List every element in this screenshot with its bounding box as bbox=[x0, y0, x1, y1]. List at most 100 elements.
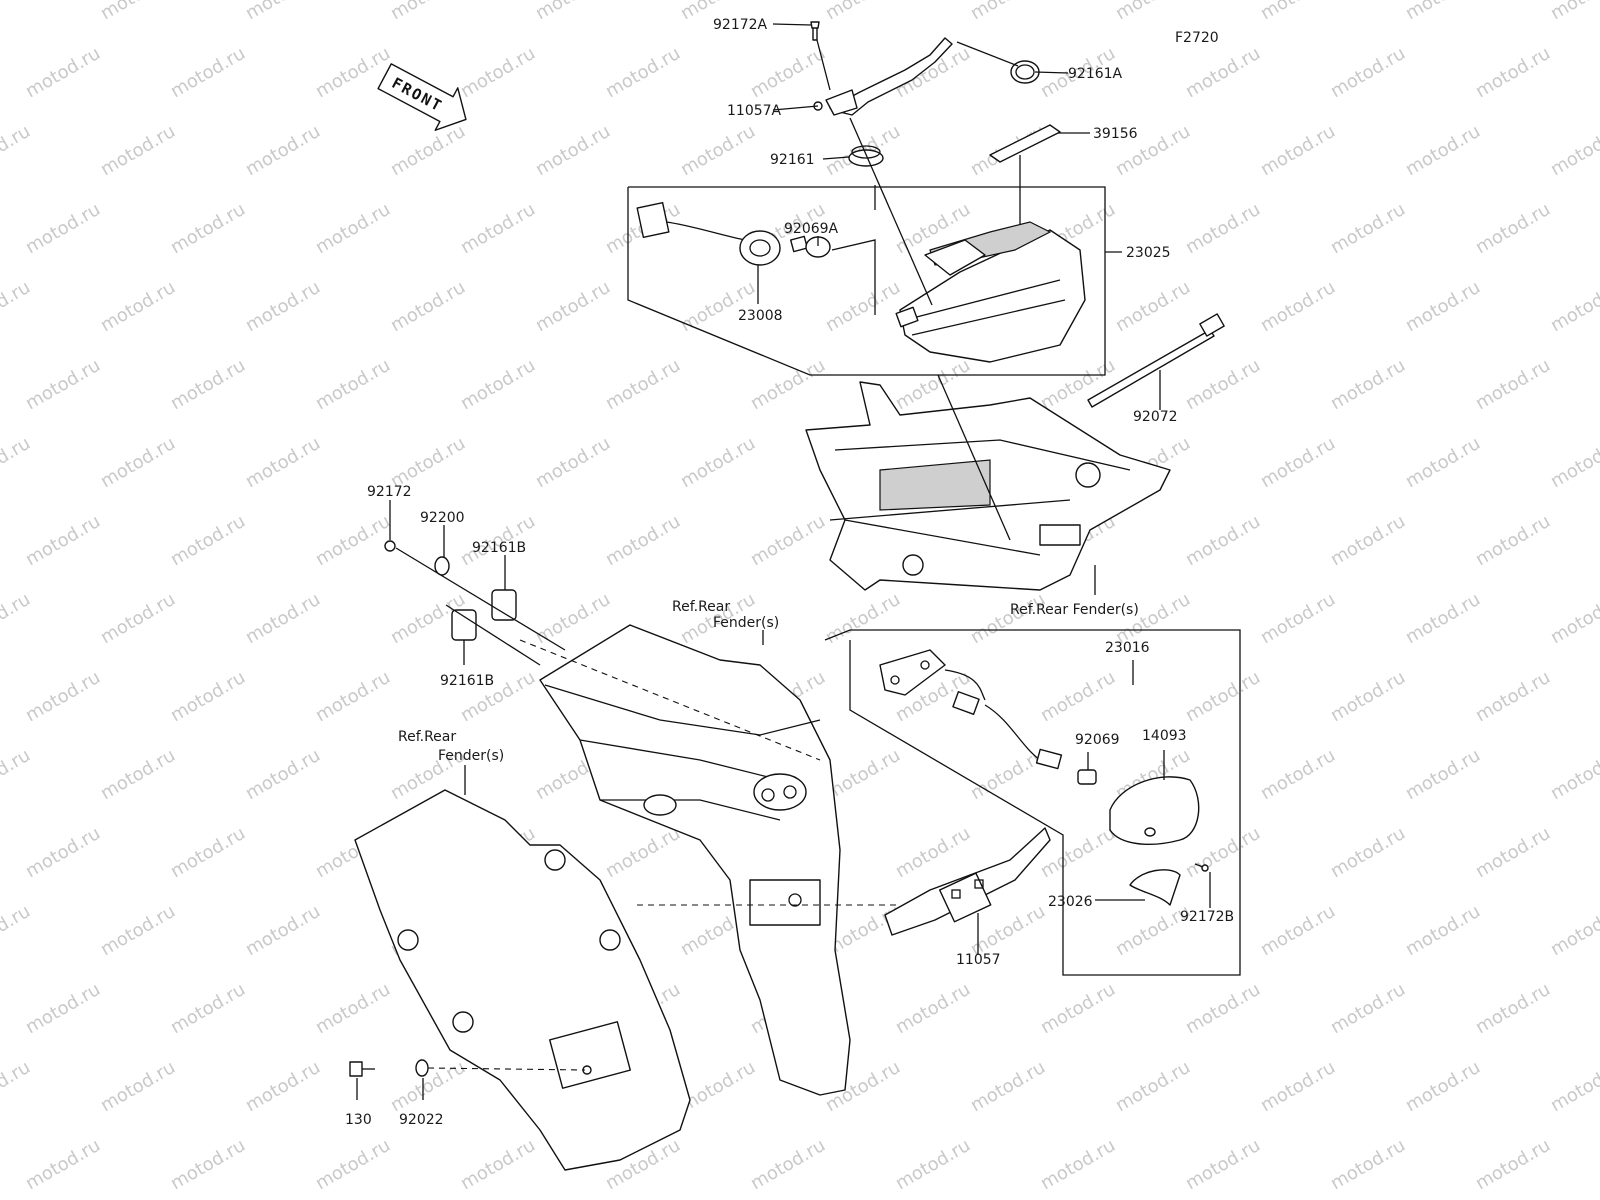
bracket-11057a-drawing bbox=[810, 21, 953, 116]
watermark-text: motod.ru bbox=[242, 745, 324, 804]
grommet-92161a-drawing bbox=[1010, 60, 1040, 84]
label-ref-rear-fender-center-1: Ref.Rear bbox=[672, 599, 730, 615]
watermark-text: motod.ru bbox=[1472, 355, 1554, 414]
central-rear-fender-drawing bbox=[539, 624, 851, 1096]
watermark-text: motod.ru bbox=[0, 0, 34, 24]
watermark-text: motod.ru bbox=[1402, 121, 1484, 180]
watermark-text: motod.ru bbox=[22, 667, 104, 726]
watermark-text: motod.ru bbox=[967, 589, 1049, 648]
watermark-text: motod.ru bbox=[1547, 0, 1600, 24]
watermark-text: motod.ru bbox=[1257, 1057, 1339, 1116]
watermark-text: motod.ru bbox=[1547, 589, 1600, 648]
watermark-text: motod.ru bbox=[1547, 745, 1600, 804]
watermark-text: motod.ru bbox=[1182, 199, 1264, 258]
watermark-text: motod.ru bbox=[892, 823, 974, 882]
watermark-text: motod.ru bbox=[677, 1057, 759, 1116]
watermark-text: motod.ru bbox=[242, 589, 324, 648]
watermark-text: motod.ru bbox=[97, 0, 179, 24]
watermark-text: motod.ru bbox=[457, 1135, 539, 1194]
watermark-text: motod.ru bbox=[677, 121, 759, 180]
watermark-text: motod.ru bbox=[1257, 277, 1339, 336]
watermark-text: motod.ru bbox=[1037, 823, 1119, 882]
bulb-92069a-drawing bbox=[789, 235, 831, 258]
watermark-text: motod.ru bbox=[1472, 667, 1554, 726]
screw-92172b-drawing bbox=[1194, 863, 1209, 872]
label-92072: 92072 bbox=[1133, 409, 1178, 425]
watermark-text: motod.ru bbox=[677, 433, 759, 492]
front-arrow-icon: FRONT bbox=[377, 63, 467, 131]
label-ref-rear-fender-left-2: Fender(s) bbox=[438, 748, 504, 764]
label-23026: 23026 bbox=[1048, 894, 1093, 910]
watermark-text: motod.ru bbox=[1182, 979, 1264, 1038]
watermark-text: motod.ru bbox=[1257, 901, 1339, 960]
socket-23008-drawing bbox=[636, 201, 781, 266]
watermark-text: motod.ru bbox=[1472, 199, 1554, 258]
watermark-text: motod.ru bbox=[1472, 1135, 1554, 1194]
watermark-text: motod.ru bbox=[312, 979, 394, 1038]
label-92200: 92200 bbox=[420, 510, 465, 526]
watermark-text: motod.ru bbox=[1472, 43, 1554, 102]
watermark-text: motod.ru bbox=[0, 121, 34, 180]
license-light-bracket-drawing bbox=[879, 649, 946, 696]
watermark-text: motod.ru bbox=[1112, 277, 1194, 336]
watermark-text: motod.ru bbox=[242, 433, 324, 492]
watermark-text: motod.ru bbox=[97, 901, 179, 960]
watermark-text: motod.ru bbox=[1182, 667, 1264, 726]
lens-14093-drawing bbox=[1109, 776, 1200, 845]
watermark-text: motod.ru bbox=[1037, 355, 1119, 414]
grommet-92161b-upper-drawing bbox=[491, 589, 517, 621]
watermark-text: motod.ru bbox=[167, 511, 249, 570]
label-ref-rear-fender-right: Ref.Rear Fender(s) bbox=[1010, 602, 1139, 618]
watermark-text: motod.ru bbox=[167, 667, 249, 726]
watermark-text: motod.ru bbox=[387, 0, 469, 24]
label-23016: 23016 bbox=[1105, 640, 1150, 656]
pad-39156-drawing bbox=[989, 124, 1061, 163]
watermark-text: motod.ru bbox=[97, 1057, 179, 1116]
watermark-text: motod.ru bbox=[967, 1057, 1049, 1116]
watermark-text: motod.ru bbox=[242, 901, 324, 960]
watermark-text: motod.ru bbox=[532, 589, 614, 648]
watermark-text: motod.ru bbox=[532, 277, 614, 336]
watermark-text: motod.ru bbox=[1547, 121, 1600, 180]
left-rear-fender-drawing bbox=[354, 789, 691, 1171]
watermark-text: motod.ru bbox=[312, 199, 394, 258]
watermark-text: motod.ru bbox=[1402, 433, 1484, 492]
leader-lines bbox=[356, 23, 1211, 1100]
watermark-text: motod.ru bbox=[22, 1135, 104, 1194]
watermark-text: motod.ru bbox=[967, 745, 1049, 804]
watermark-text: motod.ru bbox=[167, 199, 249, 258]
watermark-text: motod.ru bbox=[167, 979, 249, 1038]
watermark-text: motod.ru bbox=[97, 589, 179, 648]
label-14093: 14093 bbox=[1142, 728, 1187, 744]
watermark-text: motod.ru bbox=[747, 511, 829, 570]
watermark-text: motod.ru bbox=[1327, 511, 1409, 570]
watermark-text: motod.ru bbox=[387, 277, 469, 336]
label-39156: 39156 bbox=[1093, 126, 1138, 142]
plate-bracket-11057-drawing bbox=[884, 827, 1051, 936]
watermark-text: motod.ru bbox=[892, 355, 974, 414]
grommet-92161b-lower-drawing bbox=[451, 609, 477, 641]
watermark-text: motod.ru bbox=[677, 277, 759, 336]
watermark-text: motod.ru bbox=[97, 277, 179, 336]
watermark-text: motod.ru bbox=[97, 745, 179, 804]
watermark-text: motod.ru bbox=[822, 589, 904, 648]
watermark-text: motod.ru bbox=[1327, 1135, 1409, 1194]
watermark-text: motod.ru bbox=[602, 355, 684, 414]
watermark-text: motod.ru bbox=[1327, 667, 1409, 726]
watermark-text: motod.ru bbox=[1112, 1057, 1194, 1116]
watermark-text: motod.ru bbox=[1327, 43, 1409, 102]
cover-23026-drawing bbox=[1129, 869, 1181, 906]
watermark-text: motod.ru bbox=[1037, 979, 1119, 1038]
label-92161a: 92161A bbox=[1068, 66, 1123, 82]
watermark-text: motod.ru bbox=[242, 121, 324, 180]
watermark-text: motod.ru bbox=[1327, 979, 1409, 1038]
watermark-text: motod.ru bbox=[532, 0, 614, 24]
watermark-text: motod.ru bbox=[1182, 43, 1264, 102]
watermark-text: motod.ru bbox=[1547, 1057, 1600, 1116]
watermark-text: motod.ru bbox=[602, 511, 684, 570]
label-92069a: 92069A bbox=[784, 221, 839, 237]
watermark-text: motod.ru bbox=[167, 1135, 249, 1194]
label-ref-rear-fender-left-1: Ref.Rear bbox=[398, 729, 456, 745]
watermark-text: motod.ru bbox=[602, 43, 684, 102]
